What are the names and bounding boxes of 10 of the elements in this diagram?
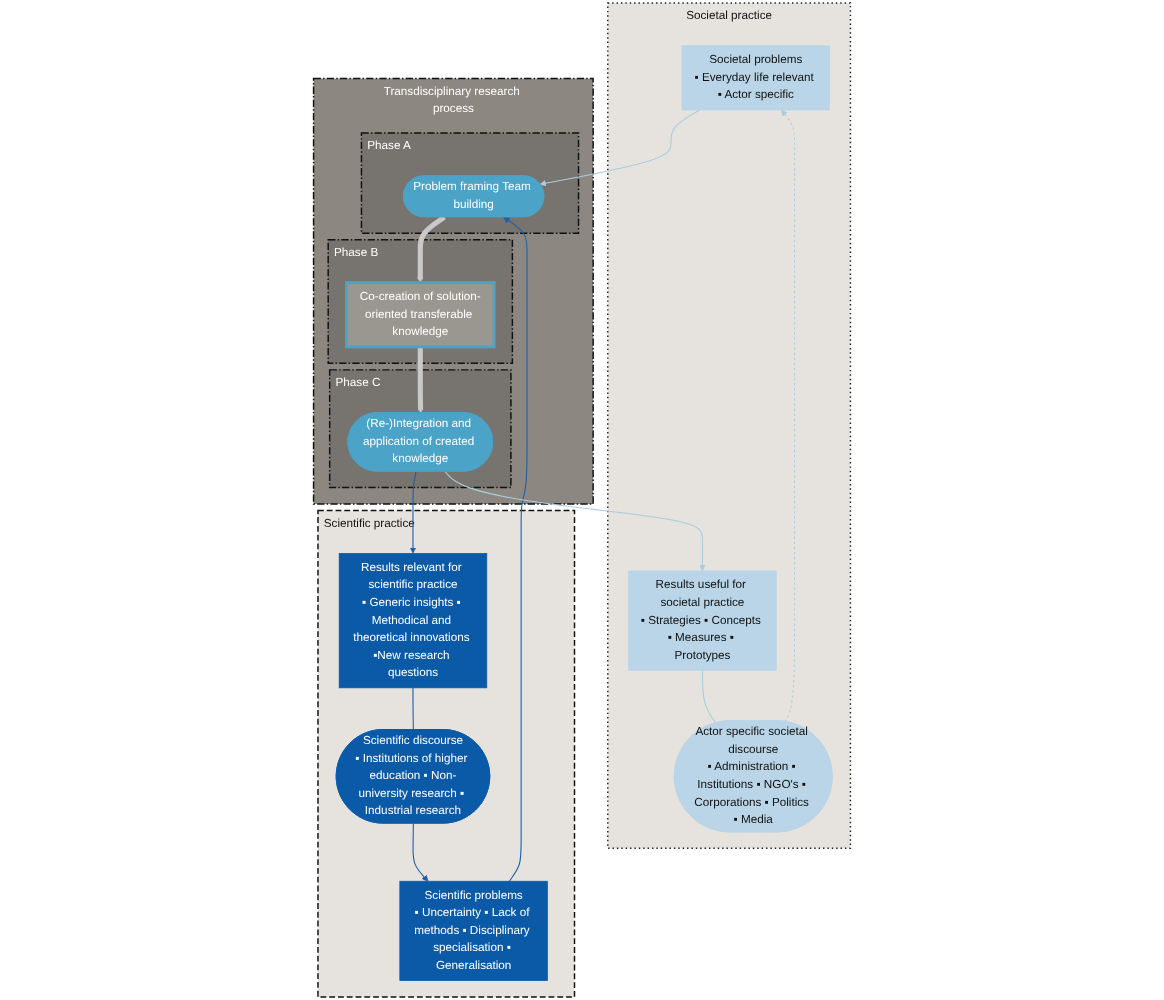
arrow — [444, 470, 706, 572]
arrow — [409, 470, 417, 554]
arrow — [417, 214, 446, 283]
arrow — [539, 109, 701, 187]
connector — [412, 687, 414, 731]
arrow — [412, 822, 429, 882]
arrow — [781, 109, 796, 723]
arrow — [503, 216, 528, 882]
arrow — [417, 346, 424, 414]
connector — [701, 669, 717, 724]
